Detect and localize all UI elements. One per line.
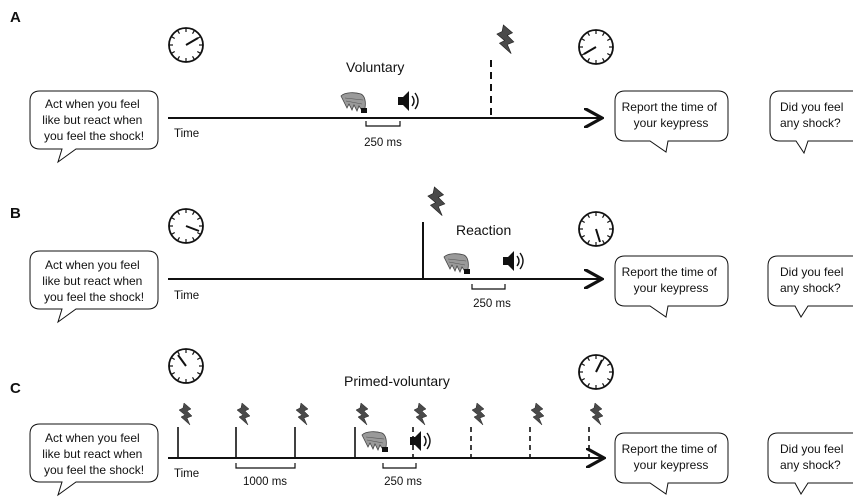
panel-c-label: C bbox=[10, 380, 21, 397]
report-line: your keypress bbox=[634, 116, 709, 130]
panel-a-label: A bbox=[10, 9, 21, 26]
report-bubble bbox=[614, 255, 729, 318]
clock-icon bbox=[578, 354, 614, 390]
svg-text:Did you feel any shock?: Did you feel any shock? bbox=[780, 100, 847, 130]
prime-interval-bracket bbox=[235, 463, 296, 469]
lightning-shock-icon bbox=[530, 402, 545, 426]
report-line: Report the time of bbox=[622, 100, 718, 114]
lightning-shock-icon bbox=[471, 402, 486, 426]
interval-label: 250 ms bbox=[473, 298, 511, 310]
report-line: Report the time of bbox=[622, 265, 718, 279]
instruction-line: like but react when bbox=[42, 274, 142, 288]
time-axis-label: Time bbox=[174, 468, 199, 480]
svg-text:Act when you feel like b: Act when you feel like but react when yo… bbox=[42, 97, 145, 143]
instruction-bubble bbox=[29, 90, 159, 164]
instruction-line: like but react when bbox=[42, 113, 142, 127]
report-bubble bbox=[614, 90, 729, 153]
time-axis-label: Time bbox=[174, 128, 199, 140]
clock-icon bbox=[578, 211, 614, 247]
interval-label: 250 ms bbox=[384, 476, 422, 488]
lightning-shock-icon bbox=[355, 402, 370, 426]
instruction-bubble bbox=[29, 250, 159, 324]
question-bubble bbox=[767, 432, 853, 495]
clock-icon bbox=[168, 27, 204, 63]
interval-bracket bbox=[382, 463, 417, 469]
panel-b: B Reaction Act when you feel like but re… bbox=[10, 186, 853, 324]
clock-icon bbox=[168, 348, 204, 384]
speaker-tone-icon bbox=[502, 250, 524, 272]
instruction-line: you feel the shock! bbox=[44, 290, 144, 304]
report-bubble bbox=[614, 432, 729, 495]
time-axis-label: Time bbox=[174, 290, 199, 302]
instruction-line: like but react when bbox=[42, 447, 142, 461]
question-line: any shock? bbox=[780, 458, 841, 472]
question-line: Did you feel bbox=[780, 100, 843, 114]
instruction-bubble bbox=[29, 423, 159, 497]
svg-text:Act when you feel like b: Act when you feel like but react when yo… bbox=[42, 258, 145, 304]
question-line: Did you feel bbox=[780, 265, 843, 279]
lightning-shock-icon bbox=[295, 402, 310, 426]
instruction-line: you feel the shock! bbox=[44, 463, 144, 477]
report-line: your keypress bbox=[634, 281, 709, 295]
instruction-line: Act when you feel bbox=[45, 258, 140, 272]
lightning-shock-icon bbox=[236, 402, 251, 426]
condition-title: Reaction bbox=[456, 222, 511, 238]
interval-bracket bbox=[365, 121, 401, 127]
question-line: Did you feel bbox=[780, 442, 843, 456]
question-line: any shock? bbox=[780, 281, 841, 295]
speaker-tone-icon bbox=[397, 90, 419, 112]
hand-keypress-icon bbox=[340, 92, 368, 114]
clock-icon bbox=[578, 29, 614, 65]
condition-title: Voluntary bbox=[346, 59, 404, 75]
lightning-shock-icon bbox=[178, 402, 193, 426]
instruction-line: Act when you feel bbox=[45, 431, 140, 445]
lightning-shock-icon bbox=[496, 24, 515, 54]
report-line: your keypress bbox=[634, 458, 709, 472]
lightning-shock-icon bbox=[413, 402, 428, 426]
lightning-shock-icon bbox=[427, 186, 446, 216]
report-line: Report the time of bbox=[622, 442, 718, 456]
svg-text:Report the time of your: Report the time of your keypress bbox=[622, 442, 721, 472]
question-line: any shock? bbox=[780, 116, 841, 130]
prime-interval-label: 1000 ms bbox=[243, 476, 287, 488]
clock-icon bbox=[168, 208, 204, 244]
svg-text:Report the time of your: Report the time of your keypress bbox=[622, 100, 721, 130]
hand-keypress-icon bbox=[361, 431, 389, 453]
svg-text:Act when you feel like b: Act when you feel like but react when yo… bbox=[42, 431, 145, 477]
instruction-line: Act when you feel bbox=[45, 97, 140, 111]
svg-text:Did you feel any shock?: Did you feel any shock? bbox=[780, 442, 847, 472]
panel-b-label: B bbox=[10, 205, 21, 222]
question-bubble bbox=[769, 90, 853, 155]
hand-keypress-icon bbox=[443, 253, 471, 275]
panel-a: A Voluntary Act when you feel like but r… bbox=[10, 9, 853, 164]
lightning-shock-icon bbox=[589, 402, 604, 426]
svg-text:Report the time of your: Report the time of your keypress bbox=[622, 265, 721, 295]
condition-title: Primed-voluntary bbox=[344, 373, 450, 389]
interval-label: 250 ms bbox=[364, 137, 402, 149]
instruction-line: you feel the shock! bbox=[44, 129, 144, 143]
interval-bracket bbox=[471, 284, 506, 290]
panel-c: C Primed-voluntary Act when you feel lik… bbox=[10, 348, 853, 497]
svg-text:Did you feel any shock?: Did you feel any shock? bbox=[780, 265, 847, 295]
question-bubble bbox=[767, 255, 853, 318]
